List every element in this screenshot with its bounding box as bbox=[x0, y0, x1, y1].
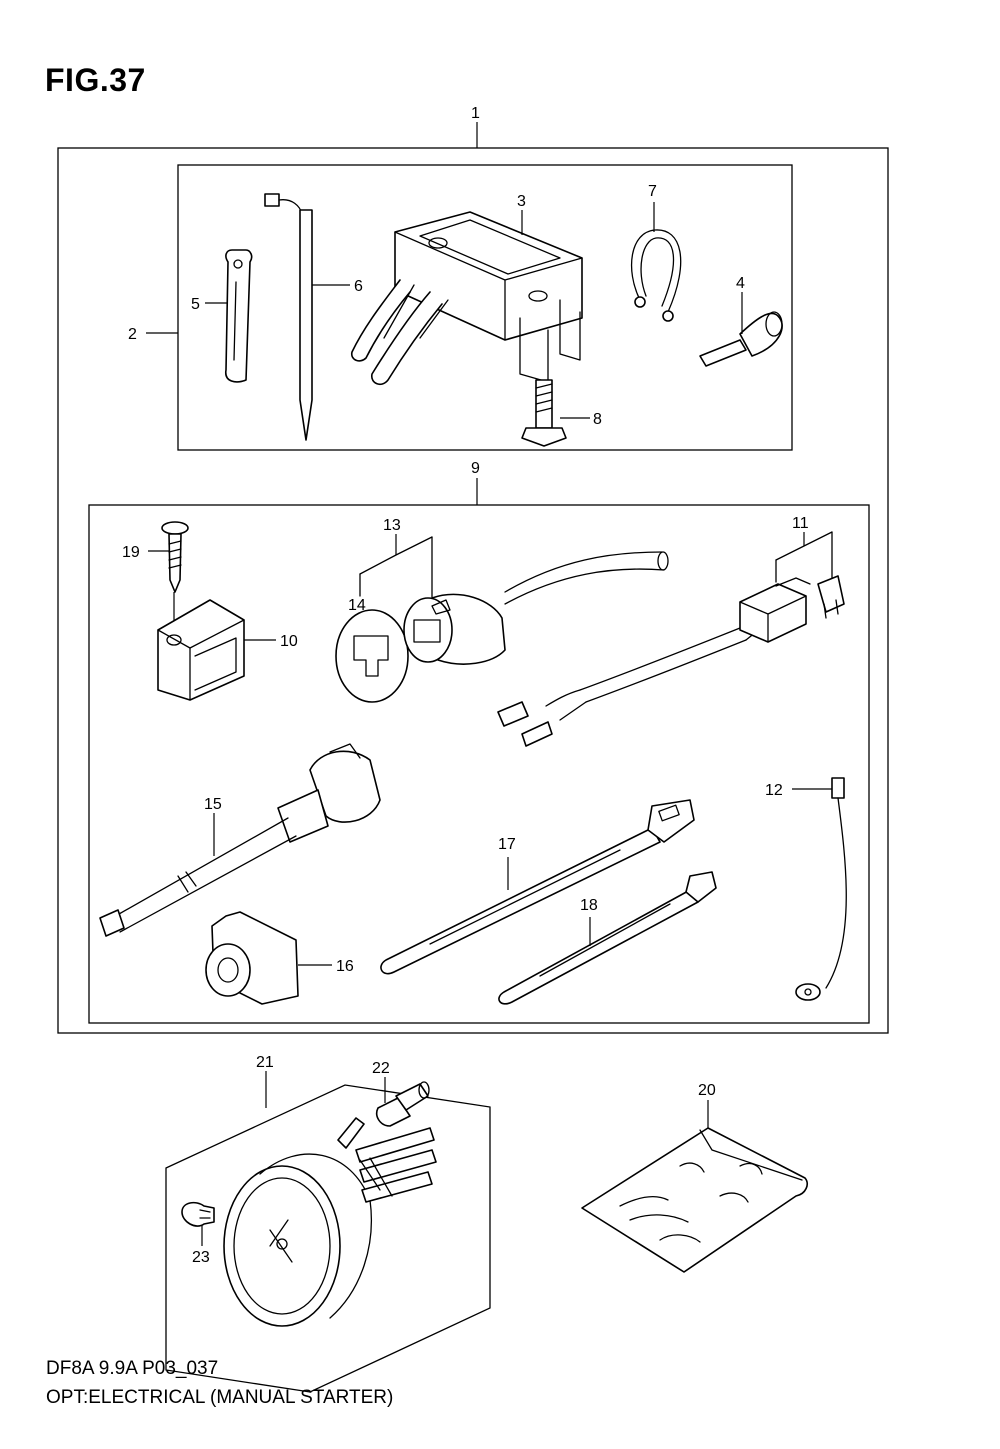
part-4-plug bbox=[699, 311, 783, 367]
callout-2: 2 bbox=[128, 326, 137, 343]
part-14-cover bbox=[335, 609, 409, 703]
subkit-frame-2 bbox=[177, 164, 793, 451]
diagram-description: OPT:ELECTRICAL (MANUAL STARTER) bbox=[46, 1387, 394, 1408]
switch-cable bbox=[497, 551, 767, 747]
diagram-code: DF8A 9.9A P03_037 bbox=[46, 1358, 219, 1379]
part-15-sensor bbox=[99, 743, 381, 937]
part-17-cable-tie bbox=[380, 799, 695, 975]
callout-17: 17 bbox=[498, 836, 516, 853]
callout-11: 11 bbox=[792, 515, 809, 532]
callout-3: 3 bbox=[517, 193, 526, 210]
part-10-cord-clamp bbox=[157, 599, 245, 701]
callout-15: 15 bbox=[204, 796, 222, 813]
callout-9: 9 bbox=[471, 460, 480, 477]
part-20-bag bbox=[581, 1127, 808, 1273]
part-5-clamp bbox=[225, 249, 253, 383]
callout-18: 18 bbox=[580, 897, 598, 914]
figure-title: FIG.37 bbox=[45, 62, 146, 98]
part-12-ground-lead bbox=[795, 777, 847, 1001]
part-21-gauge bbox=[223, 1117, 437, 1327]
part-16-grommet bbox=[205, 911, 299, 1005]
part-13-switch bbox=[403, 593, 506, 665]
callout-22: 22 bbox=[372, 1060, 390, 1077]
part-18-cable-tie bbox=[498, 871, 717, 1005]
callout-7: 7 bbox=[648, 183, 657, 200]
callout-13: 13 bbox=[383, 517, 401, 534]
callout-16: 16 bbox=[336, 958, 354, 975]
callout-14: 14 bbox=[348, 597, 366, 614]
part-11-fuse bbox=[817, 575, 845, 619]
part-8-bolt bbox=[521, 379, 567, 447]
part-7-wire-clip bbox=[630, 229, 682, 322]
part-11-connector bbox=[739, 577, 811, 643]
part-22-bulb-socket bbox=[375, 1081, 430, 1127]
harness-frame-9 bbox=[88, 504, 870, 1024]
part-3-regulator bbox=[350, 211, 583, 386]
callout-23: 23 bbox=[192, 1249, 210, 1266]
callout-8: 8 bbox=[593, 411, 602, 428]
callout-4: 4 bbox=[736, 275, 745, 292]
callout-6: 6 bbox=[354, 278, 363, 295]
gauge-kit-frame-21 bbox=[165, 1084, 491, 1393]
callout-10: 10 bbox=[280, 633, 298, 650]
callout-20: 20 bbox=[698, 1082, 716, 1099]
callout-21: 21 bbox=[256, 1054, 274, 1071]
callout-12: 12 bbox=[765, 782, 783, 799]
part-23-bulb bbox=[181, 1201, 215, 1227]
assembly-frame-1 bbox=[57, 147, 889, 1034]
part-6-pin bbox=[264, 193, 313, 441]
callout-19: 19 bbox=[122, 544, 140, 561]
callout-1: 1 bbox=[471, 105, 480, 122]
part-19-screw bbox=[161, 521, 189, 593]
callout-5: 5 bbox=[191, 296, 200, 313]
